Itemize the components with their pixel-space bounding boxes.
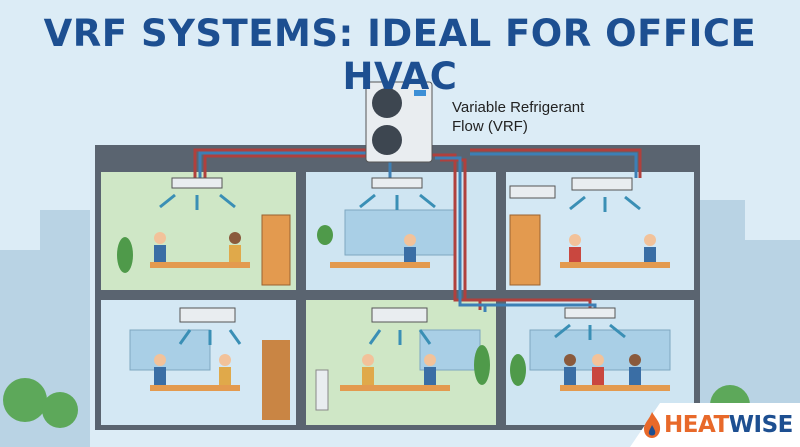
plants <box>117 225 526 386</box>
vrf-unit-label: Variable Refrigerant Flow (VRF) <box>452 98 584 136</box>
office-desks <box>150 262 670 391</box>
bookshelf <box>262 340 290 420</box>
ceiling-cassette-icon <box>564 307 616 319</box>
doors <box>261 214 541 286</box>
ceiling-cassette-icon <box>371 177 423 189</box>
vrf-label-line2: Flow (VRF) <box>452 118 528 135</box>
logo-heat: HEAT <box>664 412 729 438</box>
windows <box>129 209 671 371</box>
airflow-arrows <box>159 193 641 345</box>
ducted-unit-icon <box>571 177 633 191</box>
outdoor-vrf-unit-icon <box>365 81 433 163</box>
refrigerant-pipes <box>193 148 642 312</box>
logo-wise: WISE <box>728 412 794 438</box>
ceiling-cassette-icon <box>171 177 223 189</box>
heatwise-logo: HEATWISE <box>600 403 800 447</box>
office-workers <box>154 232 656 385</box>
vrf-label-line1: Variable Refrigerant <box>452 99 585 116</box>
wall-ac-icon <box>509 185 556 199</box>
flame-icon <box>644 412 661 438</box>
wall-ac-icon <box>371 307 428 323</box>
logo-text: HEATWISE <box>664 412 793 438</box>
logo-background <box>630 403 800 447</box>
page-title: VRF SYSTEMS: IDEAL FOR OFFICE HVAC <box>43 12 757 98</box>
indoor-units <box>171 177 633 323</box>
wall-ac-icon <box>179 307 236 323</box>
water-cooler <box>315 369 329 411</box>
